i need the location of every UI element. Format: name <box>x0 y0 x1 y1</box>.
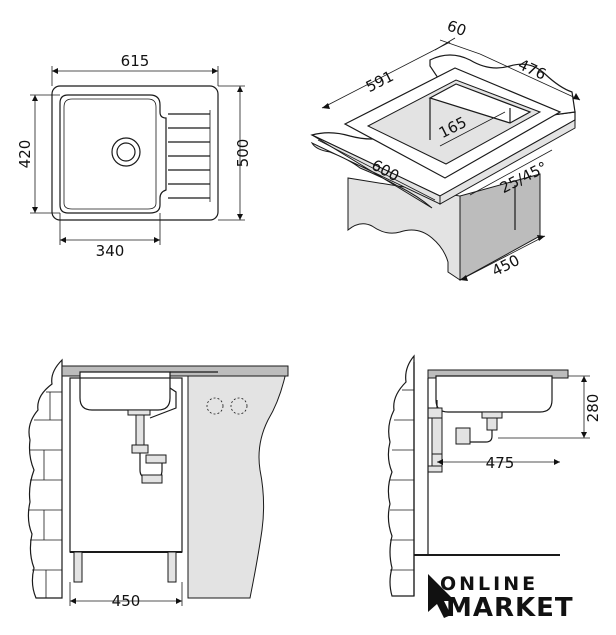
side-sink <box>435 375 553 413</box>
drainer-grooves <box>168 110 211 202</box>
side-view: 475 280 <box>387 354 602 597</box>
online-market-logo: ONLINE MARKET <box>428 573 574 623</box>
sink-outline <box>51 85 219 221</box>
bowl-inner <box>63 98 157 210</box>
dim-475: 475 <box>486 454 515 472</box>
top-view: 615 420 500 340 <box>16 52 252 260</box>
front-countertop <box>61 365 289 377</box>
dim-340: 340 <box>96 242 125 260</box>
leg-right <box>167 551 177 583</box>
front-view: 450 <box>27 358 289 610</box>
side-brick-lines <box>390 389 414 571</box>
iso-view: 60 476 591 165 600 25/45° 450 <box>310 17 581 281</box>
logo-line2: MARKET <box>446 593 574 623</box>
leg-left <box>73 551 83 583</box>
hole-2 <box>230 397 248 415</box>
front-sink <box>79 371 171 411</box>
cabinet-left <box>347 177 461 281</box>
brick-lines <box>28 391 62 598</box>
bowl-back <box>428 83 532 124</box>
drain-inner <box>116 142 136 162</box>
logo-line1: ONLINE <box>440 573 538 595</box>
drain-outer <box>111 137 141 167</box>
dim-60: 60 <box>445 17 469 40</box>
countertop-front <box>439 119 576 205</box>
drain-siphon <box>127 387 177 484</box>
dim-500: 500 <box>234 139 252 168</box>
cursor-icon <box>428 574 455 618</box>
brick-wall-left <box>27 358 63 599</box>
hole-1 <box>206 397 224 415</box>
side-panel <box>187 371 287 599</box>
dim-615: 615 <box>121 52 150 70</box>
dim-450-front: 450 <box>112 592 141 610</box>
dim-280: 280 <box>584 394 602 423</box>
dim-420: 420 <box>16 140 34 169</box>
bowl-outline <box>59 94 167 214</box>
dim-591: 591 <box>363 67 397 96</box>
side-brick-wall <box>387 354 415 597</box>
